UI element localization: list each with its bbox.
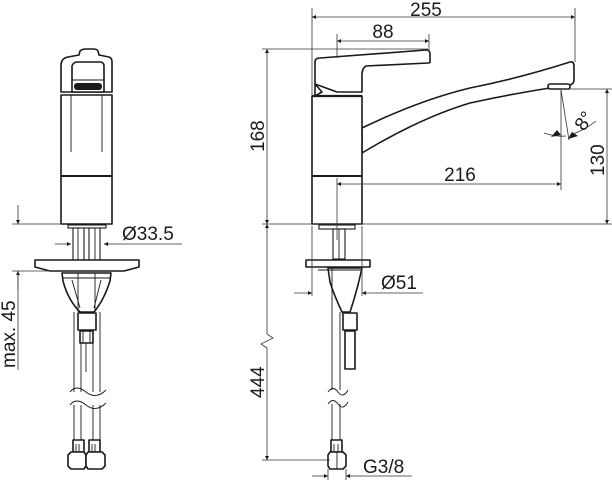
dim-overall-height: 168 xyxy=(248,48,612,225)
dim-label-base-diameter: Ø33.5 xyxy=(122,224,174,245)
dim-base-diameter: Ø33.5 xyxy=(55,224,182,246)
dim-lever-length: 88 xyxy=(336,22,430,58)
front-body xyxy=(60,94,113,225)
side-spout xyxy=(361,61,575,154)
dim-label-overall-length: 255 xyxy=(410,0,442,21)
side-hose xyxy=(327,388,349,470)
front-mounting-plate xyxy=(34,259,140,372)
front-shanks xyxy=(67,224,107,261)
dim-label-lever-length: 88 xyxy=(372,22,393,43)
dim-overall-length: 255 xyxy=(311,0,576,96)
dim-label-hole-diameter: Ø51 xyxy=(381,273,417,294)
dim-label-overall-height: 168 xyxy=(248,120,269,152)
dim-hole-diameter: Ø51 xyxy=(294,226,423,296)
dim-label-spout-reach: 216 xyxy=(444,165,476,186)
dim-label-spout-height: 130 xyxy=(588,144,609,176)
front-hoses xyxy=(67,312,107,470)
dim-label-max-deck-thickness: max. 45 xyxy=(0,300,20,368)
dim-label-connection-thread: G3/8 xyxy=(363,457,404,478)
side-view: 255 88 168 216 xyxy=(248,0,612,480)
side-lever xyxy=(314,49,431,93)
dim-hose-length: 444 xyxy=(248,224,330,461)
dim-spout-height: 130 xyxy=(561,88,612,224)
dim-label-spout-angle: 8° xyxy=(571,108,599,135)
dim-connection-thread: G3/8 xyxy=(312,457,412,480)
dim-max-deck-thickness: max. 45 xyxy=(0,205,60,370)
dim-spout-reach: 216 xyxy=(336,90,562,240)
front-lever xyxy=(60,48,113,93)
front-view: Ø33.5 max. 45 xyxy=(0,48,182,470)
side-base xyxy=(305,224,371,390)
dim-label-hose-length: 444 xyxy=(248,366,269,398)
dim-spout-angle: 8° xyxy=(543,89,599,141)
